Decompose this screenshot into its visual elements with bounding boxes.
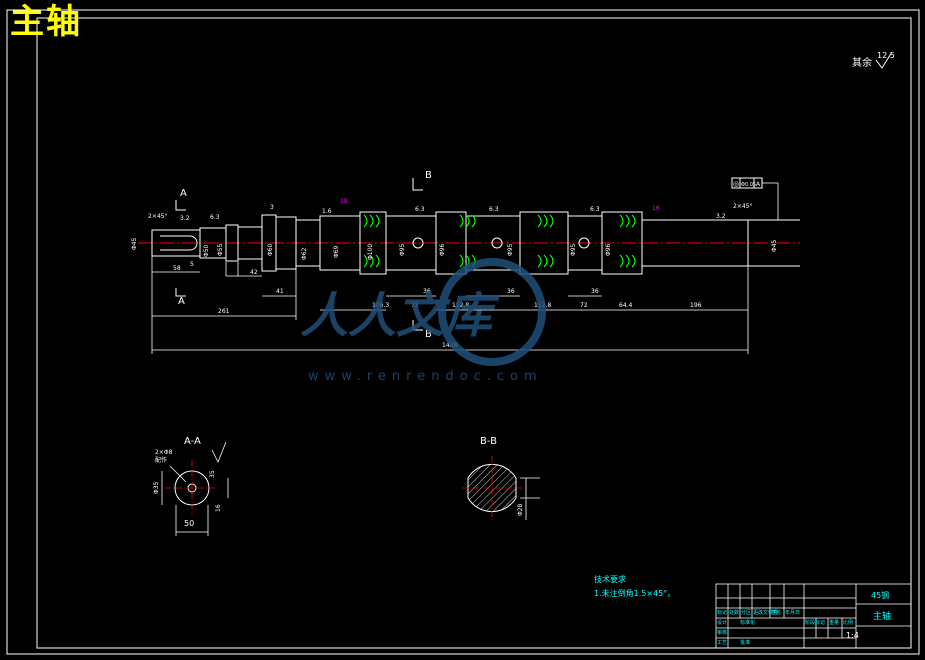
surface-finish-note: 其余 12.5 [852, 51, 895, 69]
aa-bottom-dim: 50 [184, 519, 194, 528]
tb-stage: 阶段标记 [805, 619, 825, 626]
dim-dia-60: Φ60 [267, 243, 274, 256]
dim-chamfer-right: 2×45° [733, 203, 752, 210]
tb-label-doc: 更改文件号 [753, 609, 778, 616]
cross-holes [412, 237, 590, 249]
section-a-label-bottom: A [178, 296, 185, 307]
tolerance-value: Φ0.05 [741, 182, 756, 188]
dimension-texts: 2×45° 2×45° Φ45 Φ45 58 5 3 42 41 261 106… [131, 203, 778, 349]
roughness-6-3a: 6.3 [210, 214, 220, 221]
tag-18: 18 [340, 198, 348, 205]
inner-frame [36, 17, 912, 649]
dim-len-72b: 72 [580, 302, 588, 309]
dim-dia-95c: Φ95 [570, 243, 577, 256]
dim-len-106-3: 106.3 [372, 302, 389, 309]
surface-note-value: 12.5 [877, 51, 895, 60]
section-b-label-top: B [425, 170, 432, 181]
tb-label-zone: 分区 [741, 609, 751, 616]
section-aa-title: A-A [184, 436, 201, 447]
tb-label-date: 年月日 [785, 609, 800, 616]
watermark-brand: 人人文库 [300, 288, 500, 344]
dim-len-42: 42 [250, 269, 258, 276]
tb-label-sign: 签名 [771, 609, 781, 616]
dim-len-5: 5 [190, 261, 194, 268]
tb-material: 45钢 [871, 590, 889, 600]
dim-len-41: 41 [276, 288, 284, 295]
section-aa-view: 2×Φ8 配作 35 Φ35 50 16 [153, 441, 229, 536]
dim-len-36a: 36 [423, 288, 431, 295]
aa-keyway-dim: 2×Φ8 [155, 449, 173, 456]
tolerance-frame: ◎ Φ0.05 A [731, 177, 779, 220]
tag-16: 16 [652, 205, 660, 212]
section-a-label-top: A [180, 188, 187, 199]
dim-len-3: 3 [270, 204, 274, 211]
tb-standard: 标准化 [740, 619, 755, 626]
dim-len-196: 196 [690, 302, 702, 309]
tb-scale: 比例 [843, 619, 853, 626]
tb-weight: 重量 [829, 619, 839, 626]
dim-dia-62: Φ62 [301, 247, 308, 260]
tech-req-heading: 技术要求 [594, 574, 626, 584]
dim-dia-55: Φ55 [217, 243, 224, 256]
surface-note-label: 其余 [852, 56, 872, 69]
section-marks [175, 178, 423, 331]
tb-check: 审核 [717, 629, 727, 636]
tb-designer: 设计 [717, 619, 727, 626]
watermark-url: www.renrendoc.com [308, 369, 543, 384]
watermark: 人人文库 www.renrendoc.com [300, 258, 546, 384]
section-bb-title: B-B [480, 436, 497, 447]
aa-left-dim: Φ35 [153, 481, 160, 494]
dim-dia-right: Φ45 [771, 239, 778, 252]
roughness-3-2a: 3.2 [180, 215, 190, 222]
dim-len-key: 58 [173, 265, 181, 272]
dim-chamfer-left: 2×45° [148, 213, 167, 220]
shaft-outline [151, 211, 800, 275]
dim-dia-95b: Φ95 [507, 243, 514, 256]
roughness-1-6: 1.6 [322, 208, 332, 215]
title-block [715, 583, 912, 649]
outer-frame [6, 9, 920, 655]
title-block-text: 标记 处数 分区 更改文件号 签名 年月日 设计 标准化 审核 工艺 批准 阶段… [717, 609, 853, 646]
dim-len-72a: 72 [411, 302, 419, 309]
section-b-label-bottom: B [425, 329, 432, 340]
aa-top-dim: 35 [209, 470, 216, 478]
dim-len-112-8a: 112.8 [452, 302, 469, 309]
tb-ratio: 1:4 [846, 631, 859, 640]
dimension-lines [151, 256, 749, 354]
dim-len-261: 261 [218, 308, 230, 315]
overlay-title: 主轴 [10, 2, 82, 42]
dim-dia-100: Φ100 [367, 244, 374, 260]
aa-depth-dim: 配作 [155, 456, 167, 464]
dim-dia-left: Φ45 [131, 237, 138, 250]
tb-process: 工艺 [717, 640, 727, 646]
dim-dia-69: Φ69 [333, 245, 340, 258]
tb-label-mark: 标记 [717, 609, 727, 616]
bb-right-dim: Φ28 [517, 503, 524, 516]
section-bb-view: Φ28 [462, 456, 540, 520]
tb-approve: 批准 [740, 639, 750, 646]
roughness-symbol-icon [875, 51, 893, 69]
dim-len-36c: 36 [591, 288, 599, 295]
tb-label-count: 处数 [729, 609, 739, 616]
roughness-6-3b: 6.3 [415, 206, 425, 213]
dim-dia-50: Φ50 [203, 244, 210, 257]
dim-dia-96b: Φ96 [605, 243, 612, 256]
dim-dia-96: Φ96 [439, 243, 446, 256]
roughness-6-3c: 6.3 [489, 206, 499, 213]
roughness-3-2b: 3.2 [716, 213, 726, 220]
tb-part-name: 主轴 [873, 610, 891, 622]
tech-req-item1: 1.未注倒角1.5×45°。 [594, 588, 675, 598]
dim-len-64: 64.4 [619, 302, 633, 309]
dim-dia-95a: Φ95 [399, 243, 406, 256]
tolerance-datum: A [756, 181, 761, 188]
dim-len-36b: 36 [507, 288, 515, 295]
tolerance-symbol-icon: ◎ [733, 180, 739, 188]
aa-right-dim: 16 [215, 504, 222, 512]
roughness-6-3d: 6.3 [590, 206, 600, 213]
